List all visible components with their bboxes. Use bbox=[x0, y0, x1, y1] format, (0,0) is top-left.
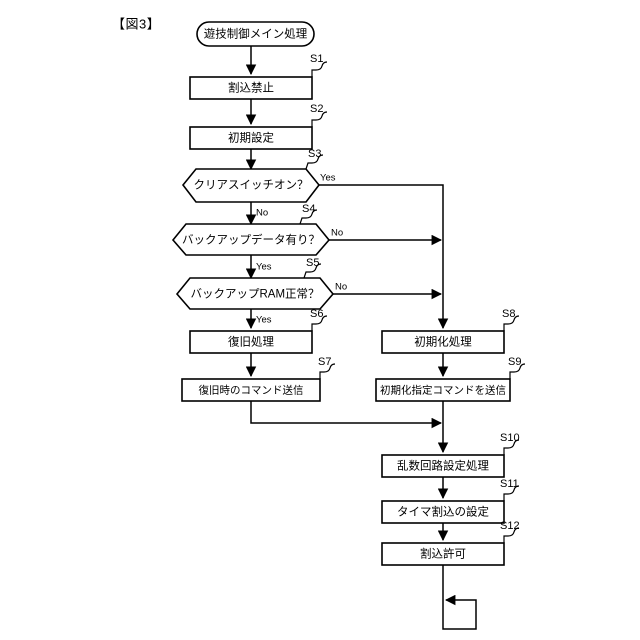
branch-label-s3-yes: Yes bbox=[320, 173, 336, 184]
leader-s10 bbox=[503, 439, 520, 455]
leader-s4 bbox=[299, 209, 318, 225]
step-label-s5: S5 bbox=[306, 257, 319, 269]
node-start-label: 遊技制御メイン処理 bbox=[204, 27, 308, 41]
node-s3-label: クリアスイッチオン？ bbox=[194, 179, 309, 192]
step-label-s12: S12 bbox=[500, 520, 520, 532]
node-s10-shape bbox=[381, 454, 505, 478]
node-s10: 乱数回路設定処理 S10 bbox=[381, 432, 520, 478]
leader-s5 bbox=[303, 263, 322, 279]
step-label-s9: S9 bbox=[508, 356, 521, 368]
leader-s6 bbox=[311, 315, 328, 331]
node-s6: 復旧処理 S6 bbox=[189, 308, 328, 354]
node-s12-shape bbox=[381, 542, 505, 566]
step-label-s2: S2 bbox=[310, 103, 323, 115]
node-s7-label: 復旧時のコマンド送信 bbox=[199, 383, 304, 396]
branch-label-s3-no: No bbox=[256, 208, 268, 219]
step-label-s11: S11 bbox=[500, 478, 519, 490]
branch-label-s4-no: No bbox=[331, 228, 343, 239]
step-label-s10: S10 bbox=[500, 432, 520, 444]
node-s1-label: 割込禁止 bbox=[228, 81, 274, 95]
node-s6-shape bbox=[189, 330, 313, 354]
branch-label-s5-yes: Yes bbox=[256, 315, 272, 326]
node-s2-shape bbox=[189, 126, 313, 150]
node-s11: タイマ割込の設定 S11 bbox=[381, 478, 520, 524]
node-s2: 初期設定 S2 bbox=[189, 103, 328, 150]
branch-label-s5-no: No bbox=[335, 282, 347, 293]
node-s4-shape bbox=[171, 223, 331, 256]
node-s11-shape bbox=[381, 500, 505, 524]
node-s2-label: 初期設定 bbox=[228, 131, 274, 145]
leader-s2 bbox=[311, 111, 328, 127]
node-s8-shape bbox=[381, 330, 505, 354]
step-label-s6: S6 bbox=[310, 308, 323, 320]
node-s5-label: バックアップRAM正常？ bbox=[190, 288, 319, 301]
node-s5-shape bbox=[175, 277, 335, 310]
node-s1-shape bbox=[189, 76, 313, 100]
connector-s7-to-trunk bbox=[250, 401, 443, 429]
node-s9-shape bbox=[375, 378, 511, 402]
leader-s9 bbox=[509, 363, 526, 379]
node-s12-label: 割込許可 bbox=[420, 547, 466, 561]
node-s3: クリアスイッチオン？ S3 Yes No bbox=[181, 148, 336, 219]
step-label-s1: S1 bbox=[310, 53, 323, 65]
node-s6-label: 復旧処理 bbox=[228, 335, 274, 349]
connector-s12-loop-back bbox=[442, 565, 477, 630]
node-s9: 初期化指定コマンドを送信 S9 bbox=[375, 356, 526, 402]
node-s8: 初期化処理 S8 bbox=[381, 308, 520, 354]
node-s11-label: タイマ割込の設定 bbox=[397, 505, 489, 519]
step-label-s7: S7 bbox=[318, 356, 331, 368]
node-s7: 復旧時のコマンド送信 S7 bbox=[181, 356, 336, 402]
leader-s8 bbox=[503, 315, 520, 331]
step-label-s3: S3 bbox=[308, 148, 321, 160]
node-s12: 割込許可 S12 bbox=[381, 520, 520, 566]
node-s3-shape bbox=[181, 168, 321, 203]
step-label-s8: S8 bbox=[502, 308, 515, 320]
node-s4: バックアップデータ有り？ S4 No Yes bbox=[171, 203, 343, 273]
connector-s3-yes-to-s8 bbox=[319, 184, 449, 330]
node-s10-label: 乱数回路設定処理 bbox=[397, 459, 489, 473]
branch-label-s4-yes: Yes bbox=[256, 262, 272, 273]
leader-s12 bbox=[503, 527, 520, 543]
leader-s1 bbox=[311, 61, 328, 77]
figure-label: 【図3】 bbox=[112, 16, 160, 31]
node-s1: 割込禁止 S1 bbox=[189, 53, 328, 100]
node-start: 遊技制御メイン処理 bbox=[196, 21, 315, 47]
node-s5: バックアップRAM正常？ S5 No Yes bbox=[175, 257, 347, 326]
node-s8-label: 初期化処理 bbox=[414, 335, 472, 349]
leader-s7 bbox=[319, 363, 336, 379]
node-s7-shape bbox=[181, 378, 321, 402]
leader-s3 bbox=[305, 154, 324, 170]
leader-s11 bbox=[503, 485, 520, 501]
node-s9-label: 初期化指定コマンドを送信 bbox=[380, 383, 506, 396]
node-s4-label: バックアップデータ有り？ bbox=[182, 233, 320, 247]
node-start-shape bbox=[196, 21, 315, 47]
step-label-s4: S4 bbox=[302, 203, 315, 215]
